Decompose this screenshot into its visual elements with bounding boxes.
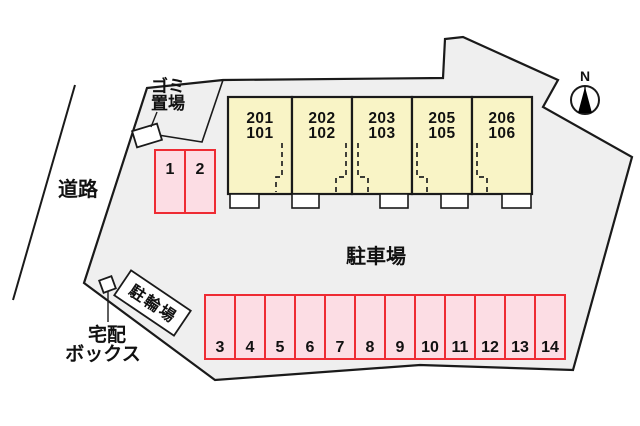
parking-space-number: 13 bbox=[511, 339, 529, 356]
parking-space-number: 11 bbox=[452, 339, 469, 356]
bicycle-parking: 駐輪場 bbox=[113, 269, 192, 337]
garbage-label-line1: ゴミ bbox=[151, 76, 185, 96]
parking-space bbox=[184, 149, 216, 214]
parking-space-number: 14 bbox=[541, 339, 559, 356]
unit-number-upper: 205 bbox=[428, 110, 455, 127]
unit-stair-dashed bbox=[416, 143, 428, 192]
unit-stair-dashed bbox=[357, 143, 369, 192]
unit-stair-dashed bbox=[335, 143, 347, 192]
parking-space-number: 10 bbox=[421, 339, 439, 356]
parking-space bbox=[324, 294, 356, 360]
garbage-pointer-line bbox=[150, 111, 158, 128]
delivery-label-line1: 宅配 bbox=[88, 323, 126, 346]
parking-space bbox=[474, 294, 506, 360]
parking-space bbox=[294, 294, 326, 360]
unit-stair-dashed bbox=[476, 143, 488, 192]
garbage-label-line2: 置場 bbox=[151, 94, 185, 113]
unit-number-upper: 203 bbox=[368, 110, 395, 127]
lower-parking-row: 3 4 5 6 7 8 9 10 11 12 13 14 bbox=[204, 294, 566, 360]
parking-space bbox=[354, 294, 386, 360]
parking-space-number: 6 bbox=[306, 339, 315, 356]
parking-space-number: 3 bbox=[216, 339, 225, 356]
north-label: N bbox=[580, 68, 590, 84]
unit-entrance-step bbox=[440, 193, 469, 209]
parking-space bbox=[154, 149, 186, 214]
unit-number-upper: 202 bbox=[308, 110, 335, 127]
parking-space-number: 1 bbox=[166, 161, 175, 178]
unit-number-upper: 201 bbox=[246, 110, 273, 127]
parking-space-number: 4 bbox=[246, 339, 255, 356]
parking-lot-label: 駐車場 bbox=[346, 244, 406, 268]
parking-space-number: 12 bbox=[481, 339, 499, 356]
unit-entrance-step bbox=[501, 193, 532, 209]
parking-space-number: 8 bbox=[366, 339, 375, 356]
parking-space bbox=[234, 294, 266, 360]
parking-space bbox=[204, 294, 236, 360]
parking-space-number: 7 bbox=[336, 339, 345, 356]
garbage-box bbox=[130, 122, 164, 149]
unit-entrance-step bbox=[379, 193, 409, 209]
building: 201 101 202 102 203 103 205 105 206 106 bbox=[226, 95, 534, 209]
parking-space-number: 5 bbox=[276, 339, 285, 356]
unit-number-upper: 206 bbox=[488, 110, 515, 127]
unit-stair-dashed bbox=[275, 143, 283, 192]
parking-space-number: 9 bbox=[396, 339, 405, 356]
north-arrow-icon: N bbox=[570, 68, 600, 115]
unit-number-lower: 105 bbox=[428, 125, 455, 142]
delivery-label-line2: ボックス bbox=[65, 343, 140, 365]
unit-number-lower: 103 bbox=[368, 125, 395, 142]
parking-space bbox=[264, 294, 296, 360]
upper-parking-row: 1 2 bbox=[154, 149, 216, 214]
parking-space bbox=[534, 294, 566, 360]
unit-entrance-step bbox=[291, 193, 320, 209]
parking-space-number: 2 bbox=[196, 161, 205, 178]
unit-number-lower: 102 bbox=[308, 125, 335, 142]
road-line bbox=[12, 84, 76, 301]
unit-number-lower: 106 bbox=[488, 125, 515, 142]
unit-number-lower: 101 bbox=[246, 125, 273, 142]
road-label: 道路 bbox=[58, 177, 99, 201]
parking-space bbox=[444, 294, 476, 360]
delivery-box bbox=[98, 275, 117, 294]
unit-entrance-step bbox=[229, 193, 260, 209]
